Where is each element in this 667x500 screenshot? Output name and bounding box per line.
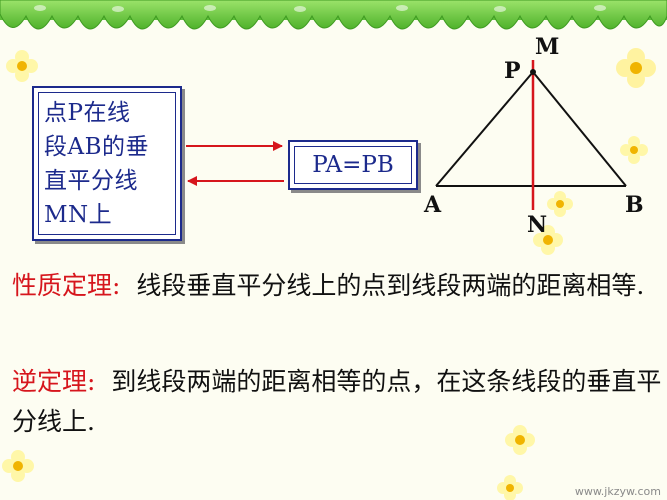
property-theorem: 性质定理: 线段垂直平分线上的点到线段两端的距离相等. xyxy=(12,266,662,306)
watermark: www.jkzyw.com xyxy=(574,485,661,498)
label-p: P xyxy=(504,58,521,84)
condition-line: 直平分线 xyxy=(44,168,138,194)
converse-text: 到线段两端的距离相等的点，在这条线段的垂直平分线上. xyxy=(12,367,662,436)
condition-box-inner: 点P在线 段AB的垂 直平分线 MN上 xyxy=(38,92,176,235)
theorem-label: 性质定理 xyxy=(12,271,113,300)
equation-text: PA=PB xyxy=(312,152,394,178)
label-n: N xyxy=(527,212,547,238)
converse-separator: : xyxy=(87,367,96,396)
green-leaf-border xyxy=(0,0,667,30)
label-m: M xyxy=(535,34,559,60)
label-b: B xyxy=(625,192,644,218)
segment-pb xyxy=(532,71,627,187)
theorem-text: 线段垂直平分线上的点到线段两端的距离相等. xyxy=(136,271,645,300)
equation-box-inner: PA=PB xyxy=(294,146,412,184)
condition-box: 点P在线 段AB的垂 直平分线 MN上 xyxy=(32,86,182,241)
converse-label: 逆定理 xyxy=(12,367,88,396)
converse-theorem: 逆定理: 到线段两端的距离相等的点，在这条线段的垂直平分线上. xyxy=(12,362,662,442)
label-a: A xyxy=(423,192,442,218)
equation-box: PA=PB xyxy=(288,140,418,190)
condition-line: 点P在线 xyxy=(44,100,131,126)
segment-pa xyxy=(435,71,534,187)
condition-line: 段AB的垂 xyxy=(44,134,150,160)
condition-line: MN上 xyxy=(44,202,113,228)
theorem-separator: : xyxy=(112,271,121,300)
point-p-dot xyxy=(530,69,536,75)
